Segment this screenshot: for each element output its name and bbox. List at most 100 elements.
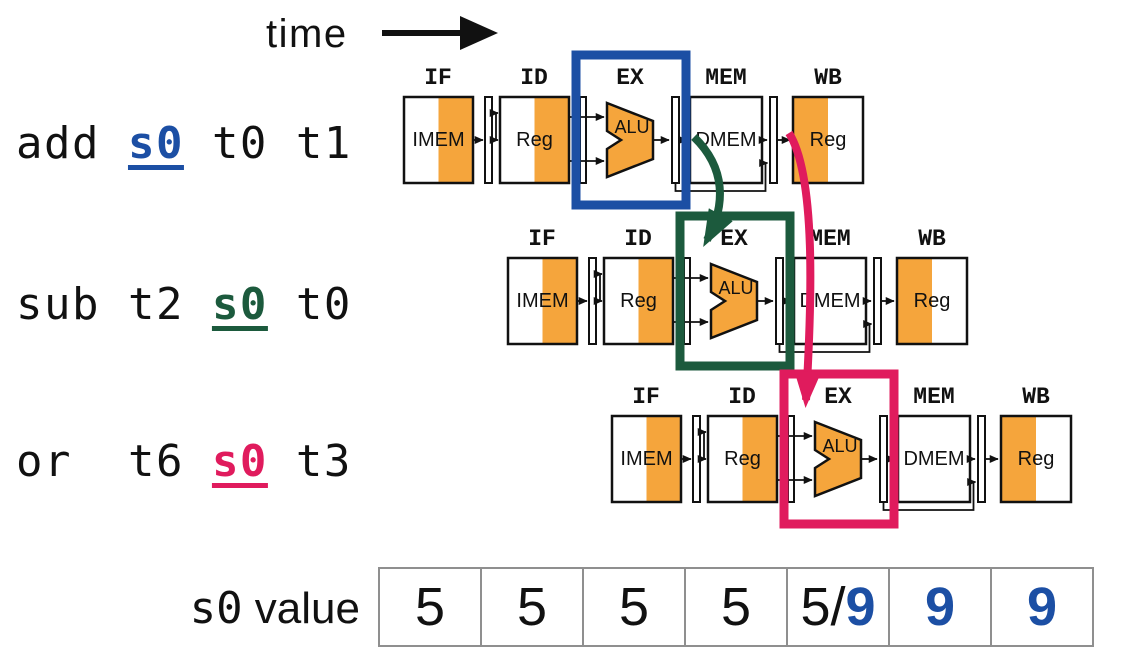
mem-wb-pipeline-register (769, 96, 778, 184)
if-id-pipeline-register (588, 257, 597, 345)
instruction-2-src-reg: s0 (211, 279, 268, 330)
reg-write-usage-band (1001, 416, 1036, 502)
unit-label-reg-2: Reg (516, 129, 553, 151)
pipeline-row-1: IF ID EX MEM WB IMEM Reg ALU DMEM Reg (402, 50, 865, 210)
alu-shape (813, 420, 863, 498)
unit-label-alu-3: ALU (822, 436, 857, 456)
unit-label-reg-5: Reg (914, 290, 951, 312)
unit-label-imem-1: IMEM (620, 448, 672, 470)
signal-line (882, 478, 977, 511)
ex-highlight-box-green (675, 211, 795, 371)
forward-ex-mem-to-ex (691, 134, 733, 248)
s0-cell-7: 9 (990, 567, 1094, 647)
unit-label-dmem-4: DMEM (903, 448, 964, 470)
s0-value-label-text: value (242, 584, 360, 633)
time-label: time (266, 12, 348, 56)
stage-label-if: IF (632, 384, 660, 410)
reg-read-usage-band (534, 97, 569, 183)
ex-highlight-box-pink (779, 369, 899, 529)
reg-box (498, 95, 571, 185)
reg-read-usage-band (638, 258, 673, 344)
imem-usage-band (438, 97, 473, 183)
forward-wb-to-ex (785, 130, 822, 408)
stage-label-ex: EX (616, 65, 644, 91)
alu-shape (709, 262, 759, 340)
s0-value-label-reg: s0 (189, 583, 243, 634)
instruction-3-pre: or t6 (16, 436, 212, 487)
unit-label-imem-1: IMEM (516, 290, 568, 312)
wb-reg-box (999, 414, 1073, 504)
stage-label-ex: EX (824, 384, 852, 410)
unit-label-imem-1: IMEM (412, 129, 464, 151)
stage-label-if: IF (528, 226, 556, 252)
stage-label-wb: WB (918, 226, 946, 252)
instruction-1-pre: add (16, 118, 128, 169)
instruction-2-pre: sub t2 (16, 279, 212, 330)
ex-mem-pipeline-register (879, 415, 888, 503)
stage-label-id: ID (624, 226, 652, 252)
s0-cell-value: 5 (720, 577, 752, 637)
s0-cell-value: 5 (618, 577, 650, 637)
stage-label-wb: WB (1022, 384, 1050, 410)
s0-cell-6: 9 (888, 567, 992, 647)
if-id-pipeline-register (692, 415, 701, 503)
imem-usage-band (542, 258, 577, 344)
ex-mem-pipeline-register (671, 96, 680, 184)
s0-cell-3: 5 (582, 567, 686, 647)
s0-value-label: s0 value (110, 583, 360, 634)
s0-cell-value: 5 (516, 577, 548, 637)
reg-box (602, 256, 675, 346)
id-ex-pipeline-register (683, 257, 691, 345)
stage-label-mem: MEM (705, 65, 746, 91)
instruction-3: or t6 s0 t3 (16, 436, 352, 487)
instruction-2: sub t2 s0 t0 (16, 279, 352, 330)
mem-wb-pipeline-register (977, 415, 986, 503)
time-arrow-icon (382, 16, 498, 50)
unit-label-reg-2: Reg (620, 290, 657, 312)
unit-label-dmem-4: DMEM (799, 290, 860, 312)
id-ex-pipeline-register (579, 96, 587, 184)
instruction-1: add s0 t0 t1 (16, 118, 352, 169)
reg-write-usage-band (897, 258, 932, 344)
if-id-pipeline-register (484, 96, 493, 184)
signal-line (674, 159, 769, 192)
ex-highlight-box-blue (571, 50, 691, 210)
instruction-1-post: t0 t1 (183, 118, 352, 169)
signal-line (778, 320, 873, 353)
stage-label-if: IF (424, 65, 452, 91)
unit-label-alu-3: ALU (718, 278, 753, 298)
s0-cell-4: 5 (684, 567, 788, 647)
s0-cell-value: 5 (414, 577, 446, 637)
dmem-box (896, 414, 972, 504)
ex-mem-pipeline-register (775, 257, 784, 345)
imem-usage-band (646, 416, 681, 502)
instruction-3-post: t3 (267, 436, 352, 487)
unit-label-reg-5: Reg (1018, 448, 1055, 470)
stage-label-wb: WB (814, 65, 842, 91)
instruction-1-dest-reg: s0 (127, 118, 184, 169)
unit-label-reg-5: Reg (810, 129, 847, 151)
unit-label-dmem-4: DMEM (695, 129, 756, 151)
s0-cell-value: 9 (1026, 577, 1058, 637)
instruction-3-src-reg: s0 (211, 436, 268, 487)
mem-wb-pipeline-register (873, 257, 882, 345)
s0-cell-value: 9 (845, 577, 876, 637)
reg-box (706, 414, 779, 504)
time-arrow-head (460, 16, 498, 50)
alu-shape (605, 101, 655, 179)
unit-label-alu-3: ALU (614, 117, 649, 137)
s0-cell-5: 5/9 (786, 567, 890, 647)
reg-read-usage-band (742, 416, 777, 502)
instruction-2-post: t0 (267, 279, 352, 330)
stage-label-id: ID (520, 65, 548, 91)
s0-cell-1: 5 (378, 567, 482, 647)
stage-label-mem: MEM (809, 226, 850, 252)
stage-label-mem: MEM (913, 384, 954, 410)
id-ex-pipeline-register (787, 415, 795, 503)
unit-label-reg-2: Reg (724, 448, 761, 470)
